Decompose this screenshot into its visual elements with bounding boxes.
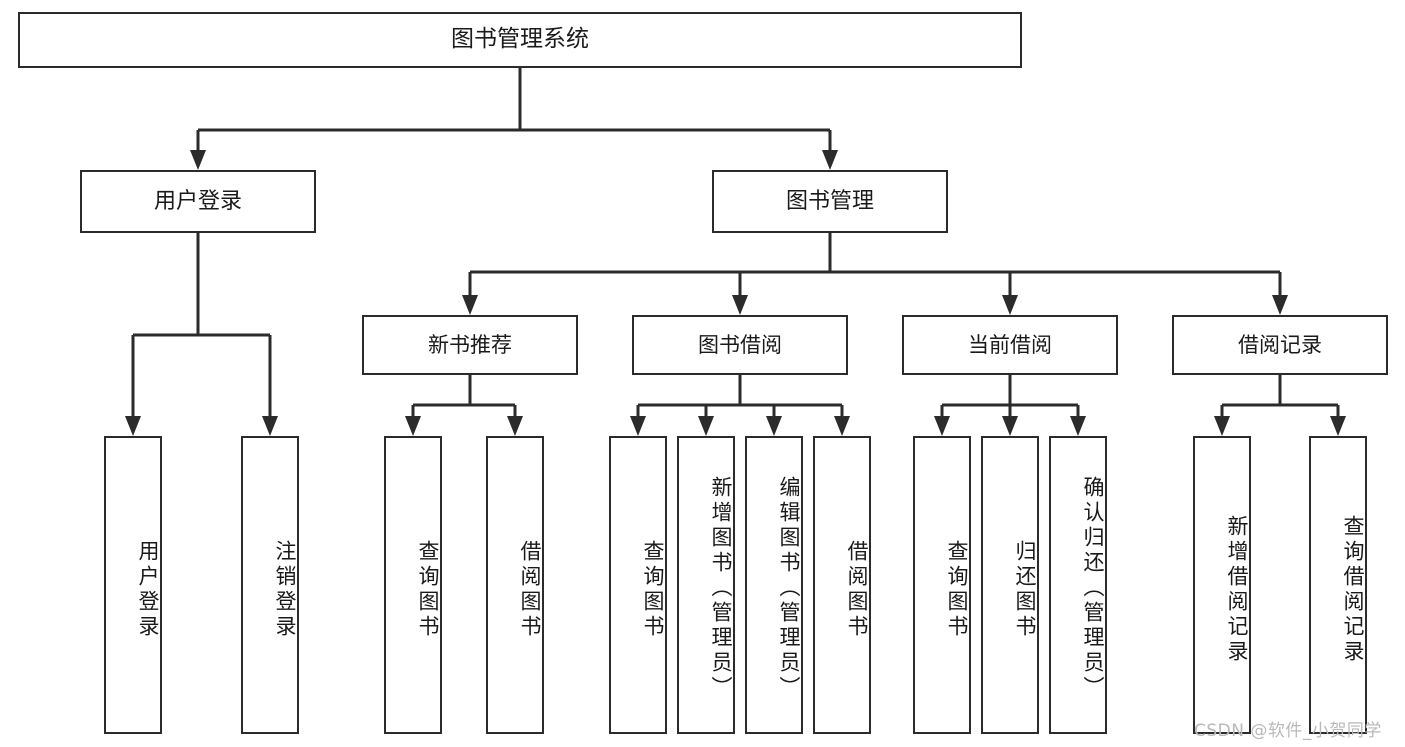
csdn-watermark: CSDN @软件_小贺同学 xyxy=(1194,721,1382,741)
arrow-book-manage xyxy=(822,150,838,170)
node-book-management[interactable]: 图书管理 xyxy=(712,170,948,233)
arrow-borrow-1 xyxy=(507,416,523,436)
arrow-query-3 xyxy=(934,416,950,436)
arrow-newbook xyxy=(462,295,478,315)
node-borrow-record[interactable]: 借阅记录 xyxy=(1172,315,1388,375)
leaf-borrow-book-recommend[interactable]: 借阅图书 xyxy=(486,436,544,734)
node-book-borrow[interactable]: 图书借阅 xyxy=(632,315,848,375)
node-current-borrow[interactable]: 当前借阅 xyxy=(902,315,1118,375)
leaf-query-book-recommend[interactable]: 查询图书 xyxy=(384,436,442,734)
arrow-borrowrecord xyxy=(1272,295,1288,315)
arrow-query-2 xyxy=(630,416,646,436)
leaf-logout-login[interactable]: 注销登录 xyxy=(241,436,299,734)
leaf-confirm-return-admin[interactable]: 确认归还（管理员） xyxy=(1049,436,1107,734)
arrow-return xyxy=(1002,416,1018,436)
arrow-borrow-2 xyxy=(834,416,850,436)
arrow-queryrecord xyxy=(1330,416,1346,436)
leaf-user-login[interactable]: 用户登录 xyxy=(104,436,162,734)
arrow-bookborrow xyxy=(732,295,748,315)
leaf-return-book[interactable]: 归还图书 xyxy=(981,436,1039,734)
arrow-query-1 xyxy=(405,416,421,436)
arrow-leaf-logout xyxy=(262,416,278,436)
arrow-user-login xyxy=(190,150,206,170)
arrow-confirm xyxy=(1070,416,1086,436)
arrow-editbook xyxy=(766,416,782,436)
leaf-query-borrow-record[interactable]: 查询借阅记录 xyxy=(1309,436,1367,734)
leaf-borrow-book-borrow[interactable]: 借阅图书 xyxy=(813,436,871,734)
node-user-login[interactable]: 用户登录 xyxy=(80,170,316,233)
arrow-addrecord xyxy=(1214,416,1230,436)
arrow-addbook xyxy=(698,416,714,436)
node-new-book-recommend[interactable]: 新书推荐 xyxy=(362,315,578,375)
leaf-edit-book-admin[interactable]: 编辑图书（管理员） xyxy=(745,436,803,734)
arrow-leaf-user-login xyxy=(125,416,141,436)
leaf-query-book-current[interactable]: 查询图书 xyxy=(913,436,971,734)
leaf-add-book-admin[interactable]: 新增图书（管理员） xyxy=(677,436,735,734)
leaf-add-borrow-record[interactable]: 新增借阅记录 xyxy=(1193,436,1251,734)
arrow-currentborrow xyxy=(1002,295,1018,315)
leaf-query-book-borrow[interactable]: 查询图书 xyxy=(609,436,667,734)
node-root-book-management-system[interactable]: 图书管理系统 xyxy=(18,12,1022,68)
